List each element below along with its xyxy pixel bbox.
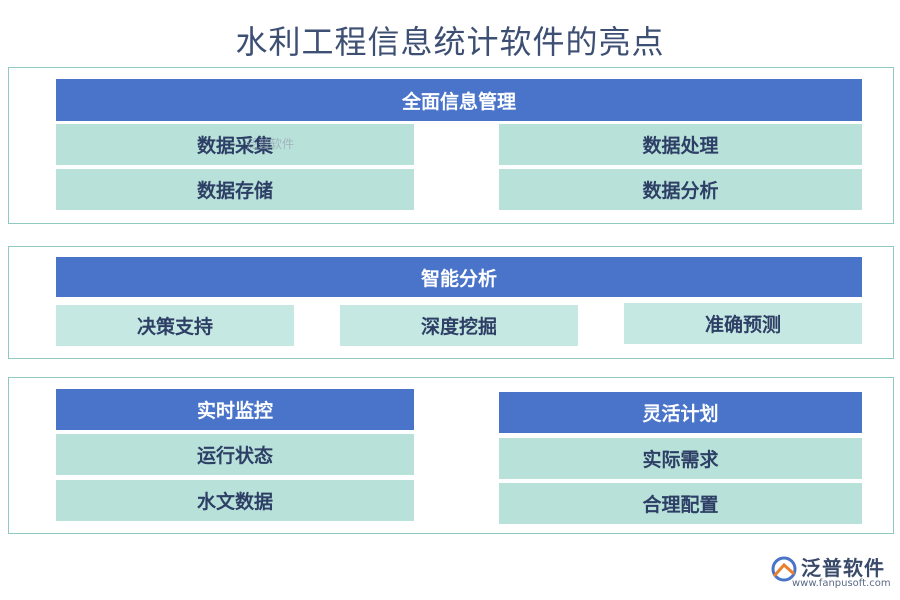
brand-name: 泛普软件 <box>801 556 885 580</box>
section-header-realtime-monitoring: 实时监控 <box>56 389 414 430</box>
section-header-smart-analysis: 智能分析 <box>56 257 862 297</box>
cell-accurate-prediction: 准确预测 <box>624 303 862 344</box>
cell-hydrological-data: 水文数据 <box>56 480 414 521</box>
cell-actual-demand: 实际需求 <box>499 438 862 479</box>
brand-logo-icon <box>771 556 797 582</box>
brand-logo: 泛普软件 www.fanpusoft.com <box>770 552 895 596</box>
cell-data-collection: 数据采集 <box>56 124 414 165</box>
cell-decision-support: 决策支持 <box>56 305 294 346</box>
section-header-info-management: 全面信息管理 <box>56 79 862 121</box>
page-title: 水利工程信息统计软件的亮点 <box>235 23 665 61</box>
cell-data-processing: 数据处理 <box>499 124 862 165</box>
cell-data-storage: 数据存储 <box>56 169 414 210</box>
cell-operating-status: 运行状态 <box>56 434 414 475</box>
watermark: 泛普软件 <box>246 137 295 151</box>
cell-deep-mining: 深度挖掘 <box>340 305 578 346</box>
cell-data-analysis: 数据分析 <box>499 169 862 210</box>
cell-reasonable-allocation: 合理配置 <box>499 483 862 524</box>
brand-url: www.fanpusoft.com <box>792 578 891 589</box>
section-header-flexible-planning: 灵活计划 <box>499 392 862 433</box>
